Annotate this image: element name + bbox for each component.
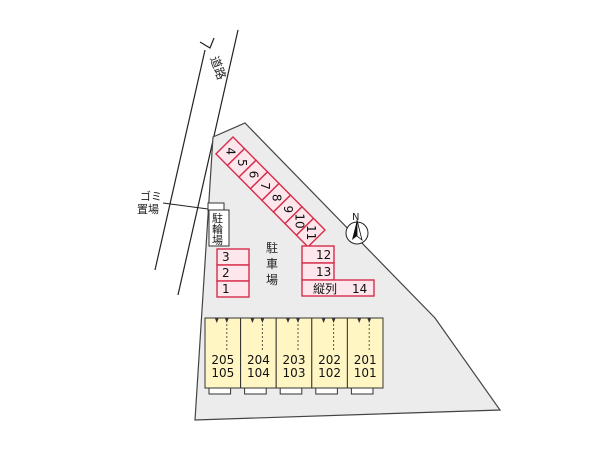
parking-slot-13: 13 [301, 262, 335, 281]
road-edge-right [177, 29, 239, 296]
parking-slot-12: 12 [301, 245, 335, 264]
parking-slot-number: 7 [258, 182, 272, 190]
north-arrow-icon [345, 219, 369, 245]
parking-slot-number: 9 [281, 206, 295, 214]
parking-label-1: 駐 [266, 240, 278, 255]
unit-entrance [315, 387, 338, 395]
parking-slot-3: 3 [216, 248, 250, 266]
left-parking-column: 3 2 1 [216, 248, 250, 298]
unit-entrance [244, 387, 267, 395]
unit-lower-number: 105 [211, 366, 234, 380]
unit-upper-number: 201 [354, 353, 377, 367]
unit-upper-number: 205 [211, 353, 234, 367]
bicycle-parking [208, 209, 230, 247]
unit-entrance [279, 387, 303, 395]
road-corner-mark [199, 37, 215, 49]
parking-slot-number: 1 [222, 282, 230, 296]
parking-slot-14-prefix: 縦列 [313, 282, 337, 296]
parking-slot-number: 13 [316, 265, 331, 279]
garbage-label-2: 置場 [137, 203, 159, 216]
parking-slot-number: 2 [222, 266, 230, 280]
garbage-label-1: ゴミ [140, 189, 162, 203]
unit-lower-number: 103 [283, 366, 306, 380]
unit-upper-number: 202 [318, 353, 341, 367]
unit-entrance [208, 387, 232, 395]
parking-slot-number: 4 [224, 147, 238, 155]
parking-slot-number: 6 [247, 171, 261, 179]
bicycle-label-3: 場 [212, 234, 223, 247]
parking-slot-14 [301, 279, 375, 297]
parking-label-3: 場 [266, 273, 278, 287]
north-label: N [352, 212, 359, 223]
parking-slot-number: 8 [270, 194, 284, 202]
unit-lower-number: 101 [354, 366, 377, 380]
parking-slot-number: 11 [304, 225, 318, 240]
parking-slot-number: 12 [316, 248, 331, 262]
parking-slot-14-number: 14 [352, 282, 367, 296]
garbage-leader-line [162, 202, 209, 210]
unit-upper-number: 203 [283, 353, 306, 367]
bicycle-label-2: 輪 [212, 222, 223, 236]
unit-lower-number: 102 [318, 366, 341, 380]
unit-entrance [350, 387, 374, 395]
parking-slot-number: 10 [293, 213, 307, 228]
bicycle-label-1: 駐 [212, 211, 223, 225]
parking-slot-2: 2 [216, 264, 250, 282]
parking-slot-10: 10 [283, 205, 315, 237]
road-edge-left [154, 49, 206, 271]
road-label: 道路 [207, 54, 229, 82]
unit-lower-number: 104 [247, 366, 270, 380]
parking-slot-11: 11 [295, 217, 326, 248]
parking-slot-1: 1 [216, 280, 250, 298]
parking-label-2: 車 [266, 257, 278, 271]
parking-slot-number: 3 [222, 250, 230, 264]
unit-upper-number: 204 [247, 353, 270, 367]
parking-slot-number: 5 [235, 159, 249, 167]
